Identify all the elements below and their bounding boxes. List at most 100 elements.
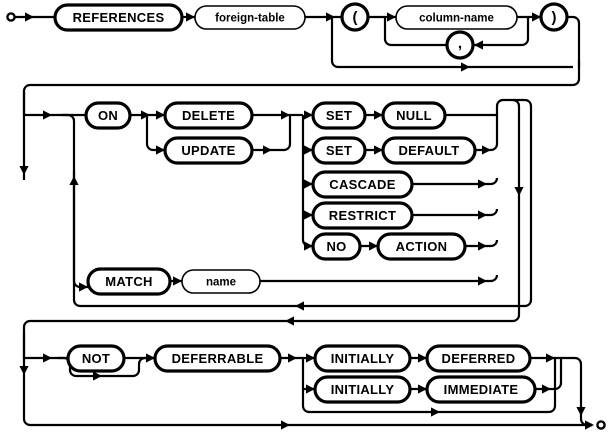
arrow-icon <box>43 353 52 363</box>
node-box <box>425 375 537 404</box>
node-immediate[interactable]: IMMEDIATE <box>425 375 537 404</box>
arrow-icon <box>576 407 586 416</box>
row-references-rails <box>6 12 581 180</box>
arrow-icon <box>546 353 555 363</box>
arrow-icon <box>93 371 102 381</box>
node-comma[interactable]: , <box>445 30 475 60</box>
node-label: NULL <box>396 108 432 123</box>
node-box <box>311 101 367 130</box>
arrow-icon <box>514 187 524 196</box>
node-box <box>340 2 370 32</box>
arrow-icon <box>173 276 182 286</box>
arrow-icon <box>19 366 29 375</box>
node-null[interactable]: NULL <box>381 101 447 130</box>
node-restrict[interactable]: RESTRICT <box>311 201 414 230</box>
node-cascade[interactable]: CASCADE <box>311 170 414 199</box>
arrow-icon <box>478 210 487 220</box>
node-initially-2[interactable]: INITIALLY <box>313 375 412 404</box>
node-label: IMMEDIATE <box>444 382 519 397</box>
node-label: INITIALLY <box>331 351 395 366</box>
node-box <box>445 30 475 60</box>
node-column-name[interactable]: column-name <box>395 5 518 30</box>
arrow-icon <box>585 420 594 430</box>
node-delete[interactable]: DELETE <box>163 101 254 130</box>
arrow-icon <box>295 301 304 311</box>
node-box <box>311 136 367 165</box>
node-set-null[interactable]: SET <box>311 101 367 130</box>
node-box <box>381 101 447 130</box>
node-rparen[interactable]: ) <box>539 2 569 32</box>
end-marker-icon <box>596 420 606 430</box>
node-label: SET <box>326 143 352 158</box>
arrow-icon <box>461 62 470 72</box>
node-label: CASCADE <box>329 177 395 192</box>
arrow-icon <box>431 407 440 417</box>
node-label: ON <box>98 108 118 123</box>
node-box <box>163 101 254 130</box>
arrow-icon <box>186 12 195 22</box>
node-not[interactable]: NOT <box>66 344 126 373</box>
node-box <box>311 201 414 230</box>
node-name[interactable]: name <box>181 269 261 294</box>
node-box <box>425 344 532 373</box>
node-update[interactable]: UPDATE <box>163 136 254 165</box>
node-box <box>163 136 254 165</box>
node-lparen[interactable]: ( <box>340 2 370 32</box>
arrow-icon <box>25 12 34 22</box>
arrow-icon <box>281 110 290 120</box>
arrow-icon <box>19 166 29 175</box>
arrow-icon <box>482 145 491 155</box>
node-deferred[interactable]: DEFERRED <box>425 344 532 373</box>
node-default[interactable]: DEFAULT <box>381 136 477 165</box>
node-references[interactable]: REFERENCES <box>53 3 184 32</box>
node-label: RESTRICT <box>329 208 396 223</box>
node-label: UPDATE <box>181 143 235 158</box>
node-box <box>153 344 282 373</box>
node-box <box>311 170 414 199</box>
node-label: ACTION <box>396 239 448 254</box>
node-label: DELETE <box>182 108 235 123</box>
node-box <box>84 101 132 130</box>
node-label: DEFERRABLE <box>172 351 264 366</box>
start-marker-icon <box>6 12 16 22</box>
node-box <box>313 375 412 404</box>
arrow-icon <box>285 316 294 326</box>
node-match[interactable]: MATCH <box>86 267 172 296</box>
arrow-icon <box>263 145 272 155</box>
node-label: column-name <box>419 13 494 25</box>
node-box <box>53 3 184 32</box>
arrow-icon <box>478 276 487 286</box>
node-on[interactable]: ON <box>84 101 132 130</box>
node-label: name <box>206 277 236 289</box>
node-box <box>194 5 306 30</box>
node-label: INITIALLY <box>331 382 395 397</box>
node-no[interactable]: NO <box>311 232 362 261</box>
arrow-icon <box>69 176 79 185</box>
node-foreign-table[interactable]: foreign-table <box>194 5 306 30</box>
node-box <box>313 344 412 373</box>
node-action[interactable]: ACTION <box>376 232 467 261</box>
node-box <box>539 2 569 32</box>
node-label: MATCH <box>105 274 152 289</box>
node-set-default[interactable]: SET <box>311 136 367 165</box>
arrow-icon <box>326 12 335 22</box>
node-label: foreign-table <box>215 13 285 25</box>
node-label: NOT <box>82 351 110 366</box>
arrow-icon <box>141 110 150 120</box>
node-label: ) <box>552 9 557 26</box>
node-label: ( <box>353 9 358 26</box>
arrow-icon <box>478 241 487 251</box>
arrow-icon <box>288 353 297 363</box>
arrow-icon <box>43 110 52 120</box>
node-box <box>381 136 477 165</box>
node-label: DEFAULT <box>398 143 459 158</box>
arrow-icon <box>474 40 483 50</box>
arrow-icon <box>542 384 551 394</box>
node-box <box>311 232 362 261</box>
node-deferrable[interactable]: DEFERRABLE <box>153 344 282 373</box>
arrow-icon <box>281 420 290 430</box>
match-name-rail <box>170 276 182 286</box>
node-initially-1[interactable]: INITIALLY <box>313 344 412 373</box>
